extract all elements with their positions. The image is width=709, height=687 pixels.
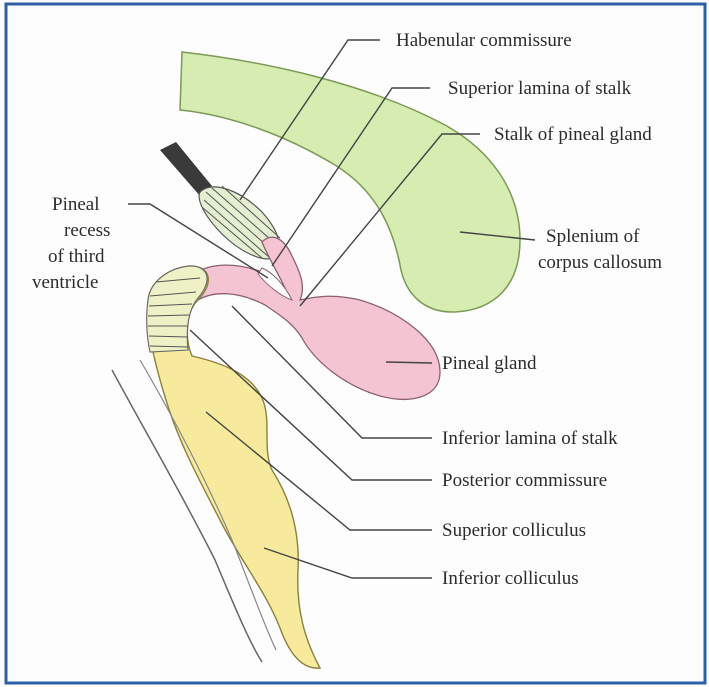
label-posterior-commissure: Posterior commissure: [442, 470, 607, 491]
label-inferior-lamina: Inferior lamina of stalk: [442, 428, 618, 449]
label-pineal-gland: Pineal gland: [442, 353, 537, 374]
label-inferior-colliculus: Inferior colliculus: [442, 568, 579, 589]
label-pineal-recess-line1: Pineal: [52, 194, 100, 215]
label-stalk-of-pineal: Stalk of pineal gland: [494, 124, 652, 145]
label-habenular-commissure: Habenular commissure: [396, 30, 572, 51]
label-splenium-line1: Splenium of: [546, 226, 640, 247]
label-pineal-recess-line4: ventricle: [32, 272, 98, 293]
label-pineal-recess-line3: of third: [48, 246, 105, 267]
leader-pineal-gland: [386, 362, 432, 363]
label-superior-lamina: Superior lamina of stalk: [448, 78, 632, 99]
label-superior-colliculus: Superior colliculus: [442, 520, 586, 541]
label-splenium-line2: corpus callosum: [538, 252, 662, 273]
label-pineal-recess-line2: recess: [64, 220, 110, 241]
